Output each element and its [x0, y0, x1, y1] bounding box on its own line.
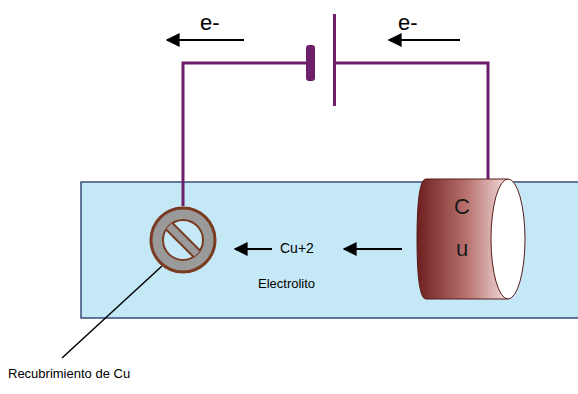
- wire: [336, 63, 488, 184]
- part-label: Recubrimiento de Cu: [8, 366, 130, 381]
- cylinder-shape: [416, 178, 528, 300]
- copper-anode: C u: [416, 178, 528, 300]
- battery-positive-plate: [333, 14, 336, 106]
- electron-arrow: [389, 39, 460, 41]
- electron-label: e-: [398, 10, 418, 36]
- electron-label: e-: [200, 10, 220, 36]
- plated-object: [151, 208, 215, 272]
- electrolyte-label: Electrolito: [258, 276, 315, 291]
- plated-object-bar: [169, 226, 197, 254]
- plated-object-hole: [163, 220, 203, 260]
- electron-arrow: [167, 39, 244, 41]
- ion-arrow: [235, 248, 272, 250]
- ion-label: Cu+2: [280, 240, 314, 256]
- leader-line: [62, 266, 162, 358]
- plated-object-bar: [169, 226, 197, 254]
- battery-negative-plate: [306, 45, 315, 81]
- ion-arrow: [344, 248, 402, 250]
- wire: [183, 63, 308, 206]
- anode-label: C u: [451, 186, 473, 270]
